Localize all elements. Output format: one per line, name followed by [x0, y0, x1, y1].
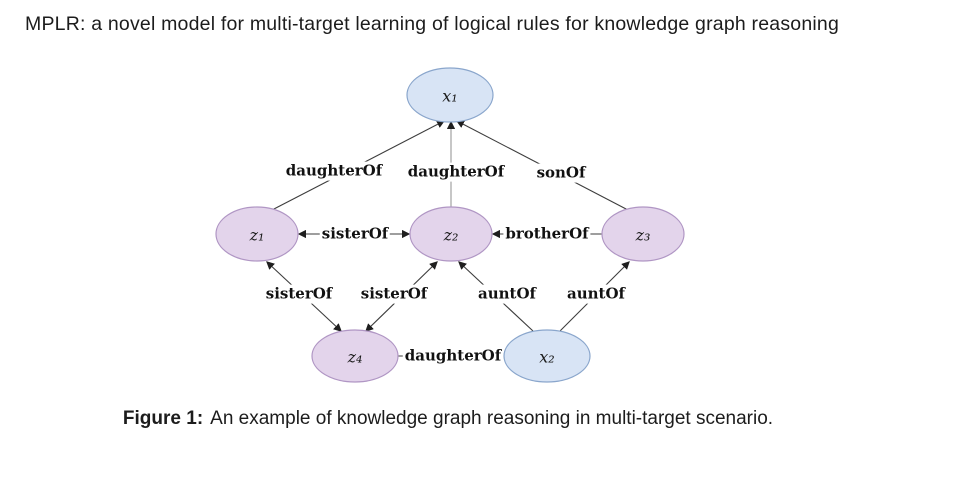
node-z2-shape	[409, 206, 493, 262]
node-x2: x₂	[503, 329, 591, 383]
paper-title: MPLR: a novel model for multi-target lea…	[25, 13, 839, 35]
edge-label-daughterOf-z4x2: daughterOf	[402, 346, 504, 366]
edge-label-auntOf-x2z2: auntOf	[476, 284, 538, 304]
node-z3: z₃	[601, 206, 685, 262]
edge-label-daughterOf-z1x1: daughterOf	[283, 161, 385, 181]
edge-label-sisterOf-z4z2: sisterOf	[358, 284, 430, 304]
node-x1-shape	[406, 67, 494, 123]
node-z1-label: z₁	[249, 226, 265, 245]
node-z4-shape	[311, 329, 399, 383]
node-x1-label: x₁	[442, 87, 457, 106]
edge-label-sisterOf-z1z2: sisterOf	[319, 224, 391, 244]
node-z4-label: z₄	[347, 348, 363, 367]
edge-label-auntOf-x2z3: auntOf	[565, 284, 627, 304]
node-z3-label: z₃	[635, 226, 651, 245]
edge-label-daughterOf-z2x1: daughterOf	[405, 162, 507, 182]
node-x2-shape	[503, 329, 591, 383]
node-z2: z₂	[409, 206, 493, 262]
figure-caption-label: Figure 1:	[122, 408, 204, 429]
node-z1: z₁	[215, 206, 299, 262]
node-z4: z₄	[311, 329, 399, 383]
node-z1-shape	[215, 206, 299, 262]
graph-nodes: x₁ z₁ z₂ z₃ z₄ x₂	[215, 67, 685, 383]
node-x1: x₁	[406, 67, 494, 123]
edge-label-brotherOf-z3z2: brotherOf	[503, 224, 591, 244]
figure-caption: Figure 1: An example of knowledge graph r…	[123, 408, 773, 430]
edge-label-sonOf-z3x1: sonOf	[534, 163, 588, 183]
edge-label-sisterOf-z4z1: sisterOf	[263, 284, 335, 304]
node-z3-shape	[601, 206, 685, 262]
node-x2-label: x₂	[539, 348, 554, 367]
node-z2-label: z₂	[443, 226, 459, 245]
figure-caption-text: An example of knowledge graph reasoning …	[210, 408, 774, 429]
